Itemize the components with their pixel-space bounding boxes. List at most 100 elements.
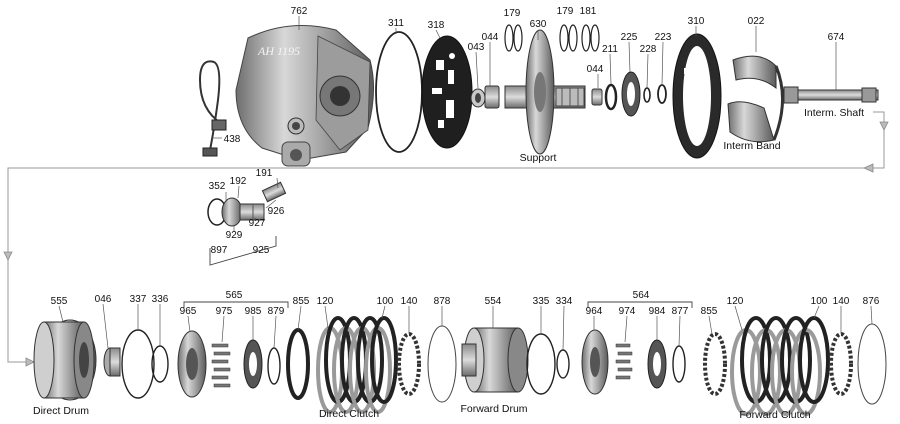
servo-bracket-line [209,236,277,266]
seal-334 [556,349,570,379]
label-318: 318 [428,20,445,31]
snap-ring-879 [267,347,281,385]
return-springs-974 [615,343,633,380]
label-438: 438 [224,134,241,145]
spring-retainer-985 [243,339,263,389]
label-044-a: 044 [482,32,499,43]
label-855-b: 855 [701,306,718,317]
forward-drum [461,327,529,393]
label-335: 335 [533,296,550,307]
label-181: 181 [580,6,597,17]
label-022: 022 [748,16,765,27]
direct-piston-965 [177,330,207,398]
label-674: 674 [828,32,845,43]
label-228: 228 [640,44,657,55]
o-ring-311 [375,31,423,153]
snap-ring-876 [857,323,887,405]
bushing-043 [470,88,486,108]
label-929: 929 [226,230,243,241]
flow-arrows [3,121,889,367]
label-044-b: 044 [587,64,604,75]
caption-forward-drum: Forward Drum [460,403,527,415]
label-179-b: 179 [557,6,574,17]
label-926: 926 [268,206,285,217]
label-554: 554 [485,296,502,307]
gasket-310 [672,33,722,159]
label-140-a: 140 [401,296,418,307]
label-876: 876 [863,296,880,307]
label-179-a: 179 [504,8,521,19]
caption-interm-shaft: Interm. Shaft [804,107,864,119]
ring-228 [643,87,651,103]
label-974: 974 [619,306,636,317]
label-985: 985 [245,306,262,317]
label-140-b: 140 [833,296,850,307]
label-879: 879 [268,306,285,317]
label-964: 964 [586,306,603,317]
bearing-044-left [484,85,500,109]
label-927: 927 [249,218,266,229]
return-springs-975 [211,343,231,388]
snap-ring-877 [672,345,686,383]
label-555: 555 [51,296,68,307]
label-855-a: 855 [293,296,310,307]
label-120-a: 120 [317,296,334,307]
label-336: 336 [152,294,169,305]
arrow-left-icon [863,163,874,173]
label-878: 878 [434,296,451,307]
label-334: 334 [556,296,573,307]
label-565: 565 [226,290,243,301]
label-100-a: 100 [377,296,394,307]
label-877: 877 [672,306,689,317]
label-925: 925 [253,245,270,256]
label-337: 337 [130,294,147,305]
label-046: 046 [95,294,112,305]
backing-plate-855-forward [703,332,727,396]
label-100-b: 100 [811,296,828,307]
caption-direct-drum: Direct Drum [33,405,89,417]
wave-plate-140-direct [397,332,421,396]
flow-path [7,111,885,363]
label-630: 630 [530,19,547,30]
caption-support: Support [520,152,557,164]
snap-ring-878 [427,325,457,403]
arrow-down-icon [879,121,889,131]
thrust-washer-225 [621,71,641,117]
intermediate-shaft [783,86,879,104]
spring-retainer-984 [647,339,667,389]
label-191: 191 [256,168,273,179]
wave-plate-140-forward [829,332,853,396]
component-captions: Support Interm. Shaft Interm Band Direct… [33,107,864,421]
label-897: 897 [211,245,228,256]
pump-support [504,29,586,155]
intermediate-band [727,55,785,143]
label-564: 564 [633,290,650,301]
label-762: 762 [291,6,308,17]
sealing-rings [504,24,600,52]
case-marking: AH 1195 [257,44,300,58]
part-number-labels: 762 311 318 179 630 179 181 043 044 044 … [51,6,880,317]
ring-223 [657,84,667,104]
label-120-b: 120 [727,296,744,307]
arrow-right-icon [25,357,35,367]
transmission-case: AH 1195 [235,25,375,167]
label-223: 223 [655,32,672,43]
label-225: 225 [621,32,638,43]
caption-interm-band: Interm Band [723,140,780,152]
direct-clutch-pack [316,316,398,414]
label-984: 984 [649,306,666,317]
speed-sensor-wire [198,60,227,157]
group-brackets [183,301,693,308]
direct-drum [33,319,97,401]
forward-piston-964 [581,329,609,395]
separator-plate [421,35,473,149]
label-211: 211 [602,44,618,55]
label-352: 352 [209,181,226,192]
caption-direct-clutch: Direct Clutch [319,408,379,420]
caption-forward-clutch: Forward Clutch [739,409,810,421]
bearing-044-right [591,88,603,106]
leader-lines [58,16,873,351]
label-310: 310 [688,16,705,27]
